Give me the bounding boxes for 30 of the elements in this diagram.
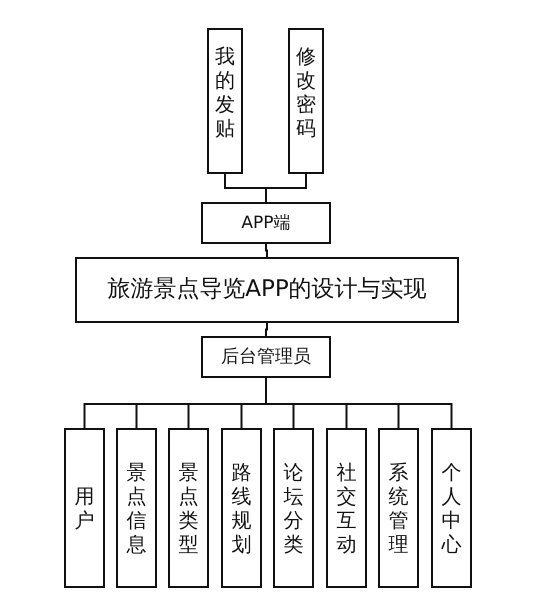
- module-label: 我的发贴: [215, 44, 235, 140]
- module-box: [207, 28, 243, 174]
- module-label: 个人中心: [442, 460, 462, 556]
- connector-line: [265, 174, 307, 202]
- module-label: 系统管理: [388, 460, 408, 556]
- module-label: 路线规划: [232, 460, 252, 556]
- module-box: [201, 202, 331, 244]
- module-box: [64, 428, 105, 588]
- module-box: [431, 428, 472, 588]
- module-label: 社交互动: [336, 460, 356, 556]
- module-box: [168, 428, 209, 588]
- module-box: [75, 257, 459, 323]
- connector-line: [265, 244, 268, 257]
- module-box: [326, 428, 367, 588]
- module-label: 论坛分类: [284, 460, 304, 556]
- module-label: 旅游景点导览APP的设计与实现: [107, 276, 427, 304]
- module-label: 用户: [74, 484, 94, 532]
- module-label: APP端: [241, 212, 291, 234]
- module-box: [273, 428, 314, 588]
- module-box: [221, 428, 262, 588]
- module-label: 景点类型: [178, 460, 198, 556]
- module-box: [201, 336, 331, 378]
- module-box: [378, 428, 419, 588]
- module-box: [288, 28, 324, 174]
- connector-line: [265, 378, 452, 428]
- module-label: 后台管理员: [221, 346, 311, 368]
- module-box: [116, 428, 157, 588]
- module-label: 修改密码: [296, 44, 316, 140]
- connector-line: [265, 323, 268, 336]
- module-label: 景点信息: [126, 460, 146, 556]
